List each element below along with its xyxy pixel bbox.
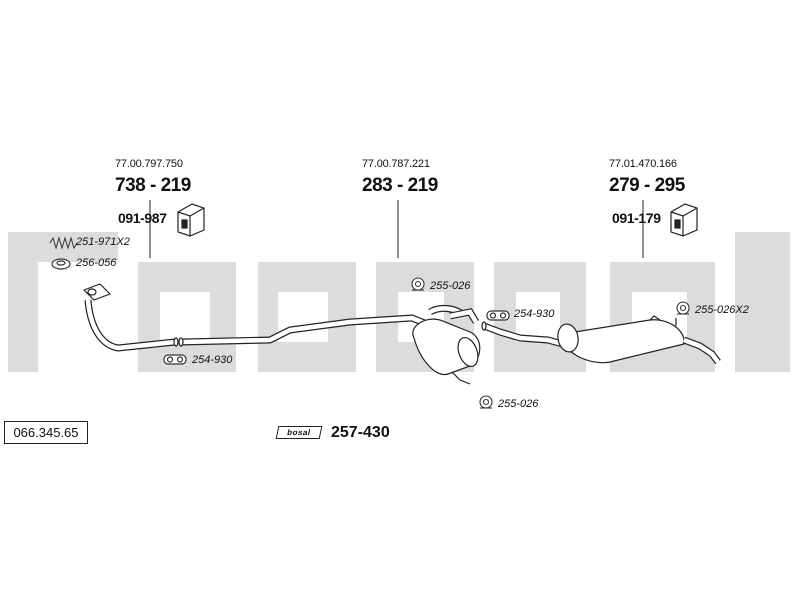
front-mount-number: 091-987	[118, 210, 167, 226]
rubber-ring-icon	[676, 301, 690, 315]
clamp-icon	[163, 354, 187, 365]
rear-mount-number: 091-179	[612, 210, 661, 226]
rear-part-number: 279 - 295	[609, 175, 685, 196]
rubber-rear-label: 255-026X2	[695, 304, 749, 316]
rubber-ring-icon	[411, 277, 425, 291]
spring-label: 251-971X2	[76, 236, 130, 248]
rear-silencer	[557, 315, 721, 365]
middle-part-number: 283 - 219	[362, 175, 438, 196]
middle-pipe	[178, 314, 434, 347]
middle-silencer	[412, 304, 481, 385]
middle-oem-number: 77.00.787.221	[362, 158, 430, 170]
rear-pipe	[481, 321, 571, 350]
clamp-rear-label: 254-930	[514, 308, 555, 320]
gasket-label: 256-056	[76, 257, 117, 269]
rubber-ring-icon	[479, 395, 493, 409]
kit-logo: bosal	[275, 426, 323, 439]
front-part-number: 738 - 219	[115, 175, 191, 196]
catalog-number: 066.345.65	[4, 421, 88, 444]
clamp-icon	[486, 310, 510, 321]
front-oem-number: 77.00.797.750	[115, 158, 183, 170]
rubber-bottom-label: 255-026	[498, 398, 539, 410]
rubber-hanger-icon	[177, 203, 205, 237]
front-pipe	[83, 283, 179, 352]
kit-number: 257-430	[331, 424, 390, 441]
spring-icon	[49, 236, 78, 250]
rubber-hanger-icon	[670, 203, 698, 237]
rear-oem-number: 77.01.470.166	[609, 158, 677, 170]
clamp-front-label: 254-930	[192, 354, 233, 366]
gasket-ring-icon	[51, 258, 71, 270]
rubber-top-label: 255-026	[430, 280, 471, 292]
